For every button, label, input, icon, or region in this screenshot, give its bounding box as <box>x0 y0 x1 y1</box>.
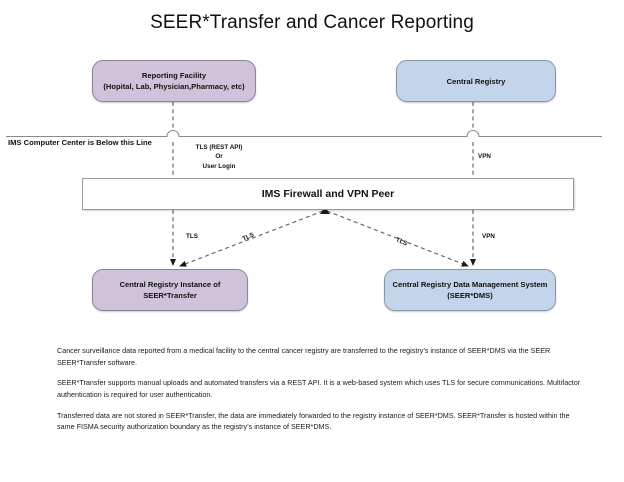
note-paragraph-3: Transferred data are not stored in SEER*… <box>57 410 570 432</box>
node-reporting-facility-line1: Reporting Facility <box>141 71 207 80</box>
firewall-label: IMS Firewall and VPN Peer <box>261 188 395 200</box>
node-ims-firewall-and-vpn-peer[interactable]: IMS Firewall and VPN Peer <box>82 178 574 210</box>
edge-label-tls-left: TLS <box>186 233 198 240</box>
edge-label-vpn-bottom: VPN <box>482 233 495 240</box>
note-paragraph-2: SEER*Transfer supports manual uploads an… <box>57 378 581 399</box>
note-paragraph-1: Cancer surveillance data reported from a… <box>57 346 551 367</box>
node-central-registry-line1: Central Registry <box>446 76 506 86</box>
notes-section: Cancer surveillance data reported from a… <box>57 345 581 433</box>
edge-label-tls-rest-api-line3: User Login <box>202 162 236 170</box>
node-central-registry-data-management-system[interactable]: Central Registry Data Management System … <box>384 269 556 311</box>
boundary-label: IMS Computer Center is Below this Line <box>8 138 152 147</box>
node-seer-transfer-line2: SEER*Transfer <box>143 291 197 300</box>
node-central-registry-instance-of-seer-transfer[interactable]: Central Registry Instance of SEER*Transf… <box>92 269 248 311</box>
boundary-line <box>6 129 602 138</box>
node-central-registry[interactable]: Central Registry <box>396 60 556 102</box>
node-reporting-facility-line2: (Hopital, Lab, Physician,Pharmacy, etc) <box>103 82 245 91</box>
edge-label-tls-rest-api: TLS (REST API) Or User Login <box>176 143 262 171</box>
node-seer-transfer-line1: Central Registry Instance of <box>119 280 221 289</box>
edge-diagonal-to-seer-dms <box>326 210 469 267</box>
node-seer-dms-line2: (SEER*DMS) <box>447 291 493 300</box>
edge-label-vpn-top: VPN <box>478 153 491 160</box>
edge-label-tls-rest-api-line2: Or <box>215 153 223 161</box>
firewall-junction-arrow <box>320 207 330 214</box>
node-reporting-facility[interactable]: Reporting Facility (Hopital, Lab, Physic… <box>92 60 256 102</box>
edge-label-tls-rest-api-line1: TLS (REST API) <box>195 144 243 151</box>
page-title: SEER*Transfer and Cancer Reporting <box>150 12 474 33</box>
node-seer-dms-line1: Central Registry Data Management System <box>392 280 548 289</box>
edge-diagonal-to-seer-transfer <box>179 210 324 267</box>
